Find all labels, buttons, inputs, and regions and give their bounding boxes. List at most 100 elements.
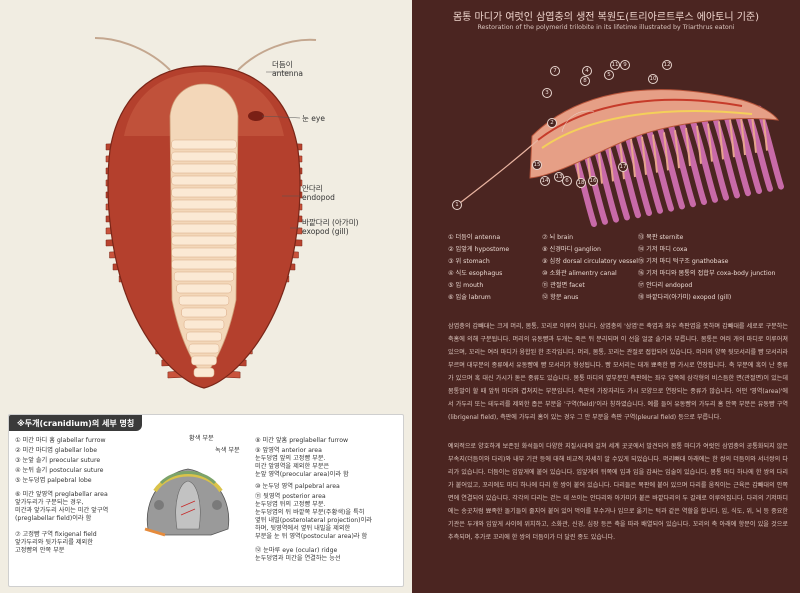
cranidium-item: ⑧ 미간 앞홈 preglabellar furrow [255, 437, 349, 444]
axial-segment [181, 307, 227, 318]
axial-segment [171, 247, 237, 258]
cranidium-item: ④ 눈뒤 솔기 postocular suture [15, 467, 104, 474]
legend-item: ③ 위 stomach [448, 258, 490, 265]
marker-2: 2 [547, 118, 557, 128]
exopod-gill [635, 129, 663, 214]
exopod-gill [745, 107, 773, 192]
legend-item: ④ 식도 esophagus [448, 270, 503, 277]
marker-6: 6 [562, 176, 572, 186]
cranidium-detail-box: ※두개(cranidium)의 세부 명칭 ① 미간 마디 홈 glabella… [8, 414, 404, 587]
marker-7: 7 [550, 66, 560, 76]
endopod [751, 114, 757, 153]
left-panel: 더듬이 antenna 눈 eye 안다리 endopod 바깥다리 (아가미)… [8, 37, 404, 587]
marker-10: 10 [648, 74, 658, 84]
cranidium-item: ⑪ 뒷영역 posterior area 눈두덩엽 뒤의 고정뺨 부분. 눈두덩… [255, 493, 372, 541]
axial-segment [178, 295, 230, 306]
axial-segment [171, 187, 237, 198]
label-eye: 눈 eye [302, 114, 325, 123]
marker-8: 8 [580, 76, 590, 86]
label-endopod: 안다리 endopod [302, 184, 335, 203]
axial-segment [188, 343, 220, 354]
legend-item: ⑭ 기저 마디 coxa [638, 246, 688, 253]
cranidium-item: ⑦ 고정뺨 구역 fixigenal field 앞가두리와 뒷가두리를 제외한… [15, 531, 97, 555]
restoration-title: 몸통 마디가 여럿인 삼엽충의 생전 복원도(트리아르트루스 에아토니 기준) [452, 12, 760, 23]
cranidium-item: ⑤ 눈두덩엽 palpebral lobe [15, 477, 92, 484]
legend-item: ⑧ 신경마디 ganglion [542, 246, 601, 253]
axial-segment [171, 259, 237, 270]
legend-item: ⑤ 입 mouth [448, 282, 484, 289]
marker-13: 13 [554, 172, 564, 182]
endopod [652, 134, 658, 173]
marker-17: 17 [618, 162, 628, 172]
exopod-gill [657, 125, 685, 210]
exopod-gill [668, 123, 696, 208]
legend-item: ⑱ 바깥다리(아가미) exopod (gill) [638, 294, 732, 301]
endopod [630, 138, 636, 178]
restoration-subtitle: Restoration of the polymerid trilobite i… [477, 24, 735, 31]
cranidium-item: ⑫ 눈마루 eye (ocular) ridge 눈두덩엽과 미간을 연결하는 … [255, 547, 341, 563]
exopod-gill [701, 116, 729, 201]
endopod [619, 141, 625, 180]
cranidium-item: ① 미간 마디 홈 glabellar furrow [15, 437, 106, 444]
axial-segment [193, 367, 215, 378]
legend-item: ⑬ 복판 sternite [638, 234, 684, 241]
axial-segment [183, 319, 225, 330]
exopod-gill [613, 134, 641, 219]
endopod [674, 130, 680, 169]
cranidium-title: ※두개(cranidium)의 세부 명칭 [9, 415, 143, 431]
marker-11: 11 [610, 60, 620, 70]
legend-item: ⑮ 기저 마디 턱구조 gnathobase [638, 258, 729, 265]
endopod [696, 125, 702, 164]
legend-item: ⑰ 안다리 endopod [638, 282, 693, 289]
cranidium-item: ⑨ 앞영역 anterior area 눈두덩엽 앞의 고정뺨 부분. 미간 앞… [255, 447, 349, 479]
marker-14: 14 [540, 176, 550, 186]
legend-item: ⑩ 소화관 alimentry canal [542, 270, 617, 277]
marker-4: 4 [582, 66, 592, 76]
marker-18: 18 [576, 178, 586, 188]
exopod-gill [723, 112, 751, 197]
right-panel: 몸통 마디가 여럿인 삼엽충의 생전 복원도(트리아르트루스 에아토니 기준) … [412, 0, 800, 593]
exopod-gill [690, 118, 718, 203]
endopod [718, 121, 724, 160]
legend-item: ② 입앞게 hypostome [448, 246, 510, 253]
eye-icon [248, 111, 264, 121]
axial-segment [171, 151, 237, 162]
exopod-gill [734, 110, 762, 194]
endopod [641, 136, 647, 175]
exopod-gill [679, 121, 707, 205]
trilobite-ventral-illustration [94, 37, 317, 389]
exopod-gill [624, 132, 652, 216]
axial-segment [186, 331, 222, 342]
cranidium-green-label: 녹색 부분 [215, 447, 240, 454]
marker-15: 15 [532, 160, 542, 170]
legend-item: ⑫ 항문 anus [542, 294, 579, 301]
cranidium-yellow-label: 황색 부분 [189, 435, 214, 442]
endopod [685, 127, 691, 167]
axial-segments [171, 139, 237, 378]
endopod [740, 116, 746, 156]
axial-segment [191, 355, 217, 366]
cranidium-illustration [144, 468, 230, 537]
endopod [663, 132, 669, 171]
cranidium-item: ⑩ 눈두덩 영역 palpebral area [255, 483, 340, 490]
exopod-gill [646, 127, 674, 212]
marker-12: 12 [662, 60, 672, 70]
lateral-antenna [455, 139, 539, 207]
axial-segment [171, 163, 237, 174]
cranidium-item: ③ 눈앞 솔기 preocular suture [15, 457, 101, 464]
trilobite-lateral-restoration [455, 89, 784, 227]
legend-item: ① 더듬이 antenna [448, 234, 501, 241]
marker-5: 5 [604, 70, 614, 80]
marker-16: 16 [588, 176, 598, 186]
axial-segment [176, 283, 232, 294]
axial-segment [171, 235, 237, 246]
axial-segment [171, 223, 237, 234]
axial-segment [171, 139, 237, 150]
label-exopod: 바깥다리 (아가미) exopod (gill) [302, 218, 359, 237]
paragraph-2: 예외적으로 양호하게 보존된 화석들이 다양한 지질시대에 걸쳐 세계 곳곳에서… [448, 443, 788, 541]
endopod [608, 143, 614, 182]
marker-9: 9 [620, 60, 630, 70]
endopod [707, 123, 713, 162]
marker-3: 3 [542, 88, 552, 98]
legend-item: ⑪ 관절면 facet [542, 282, 585, 289]
